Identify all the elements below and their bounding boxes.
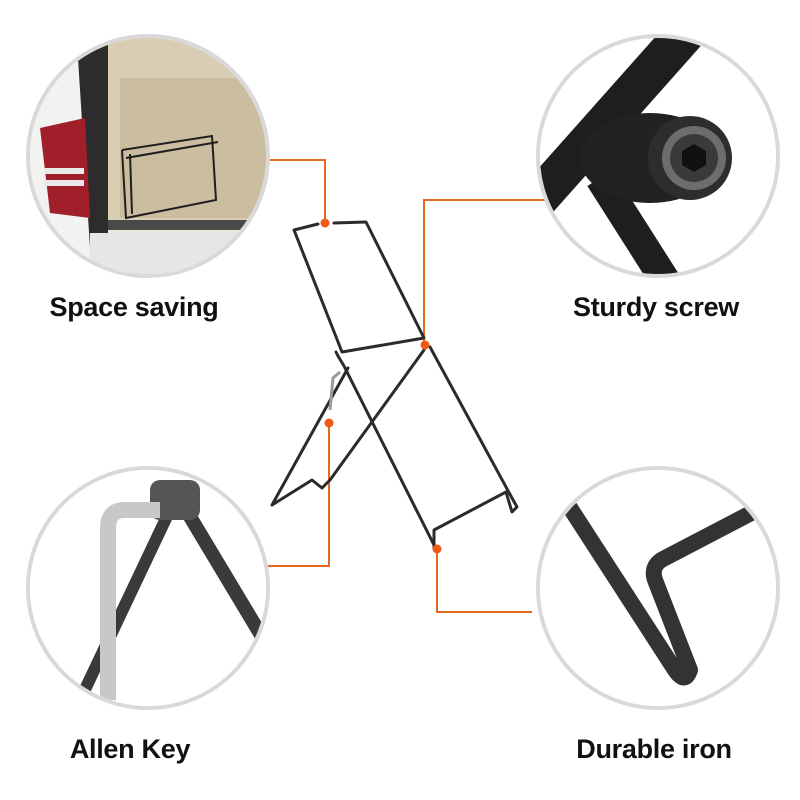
feature-label-sturdy-screw: Sturdy screw	[573, 292, 739, 322]
car-trunk-image	[30, 38, 266, 274]
feature-label-space-saving: Space saving	[49, 292, 219, 322]
screw-closeup-image	[540, 38, 776, 274]
wire-stand	[270, 220, 519, 550]
feature-label-allen-key: Allen Key	[69, 734, 191, 764]
feature-image-allen-key	[26, 466, 270, 710]
feature-image-space-saving	[26, 34, 270, 278]
connector-lines	[266, 159, 548, 613]
connector-dots	[320, 218, 442, 554]
allen-key-image	[30, 470, 266, 706]
feature-label-durable-iron: Durable iron	[576, 734, 732, 764]
iron-rod-image	[540, 470, 776, 706]
feature-image-sturdy-screw	[536, 34, 780, 278]
feature-image-durable-iron	[536, 466, 780, 710]
